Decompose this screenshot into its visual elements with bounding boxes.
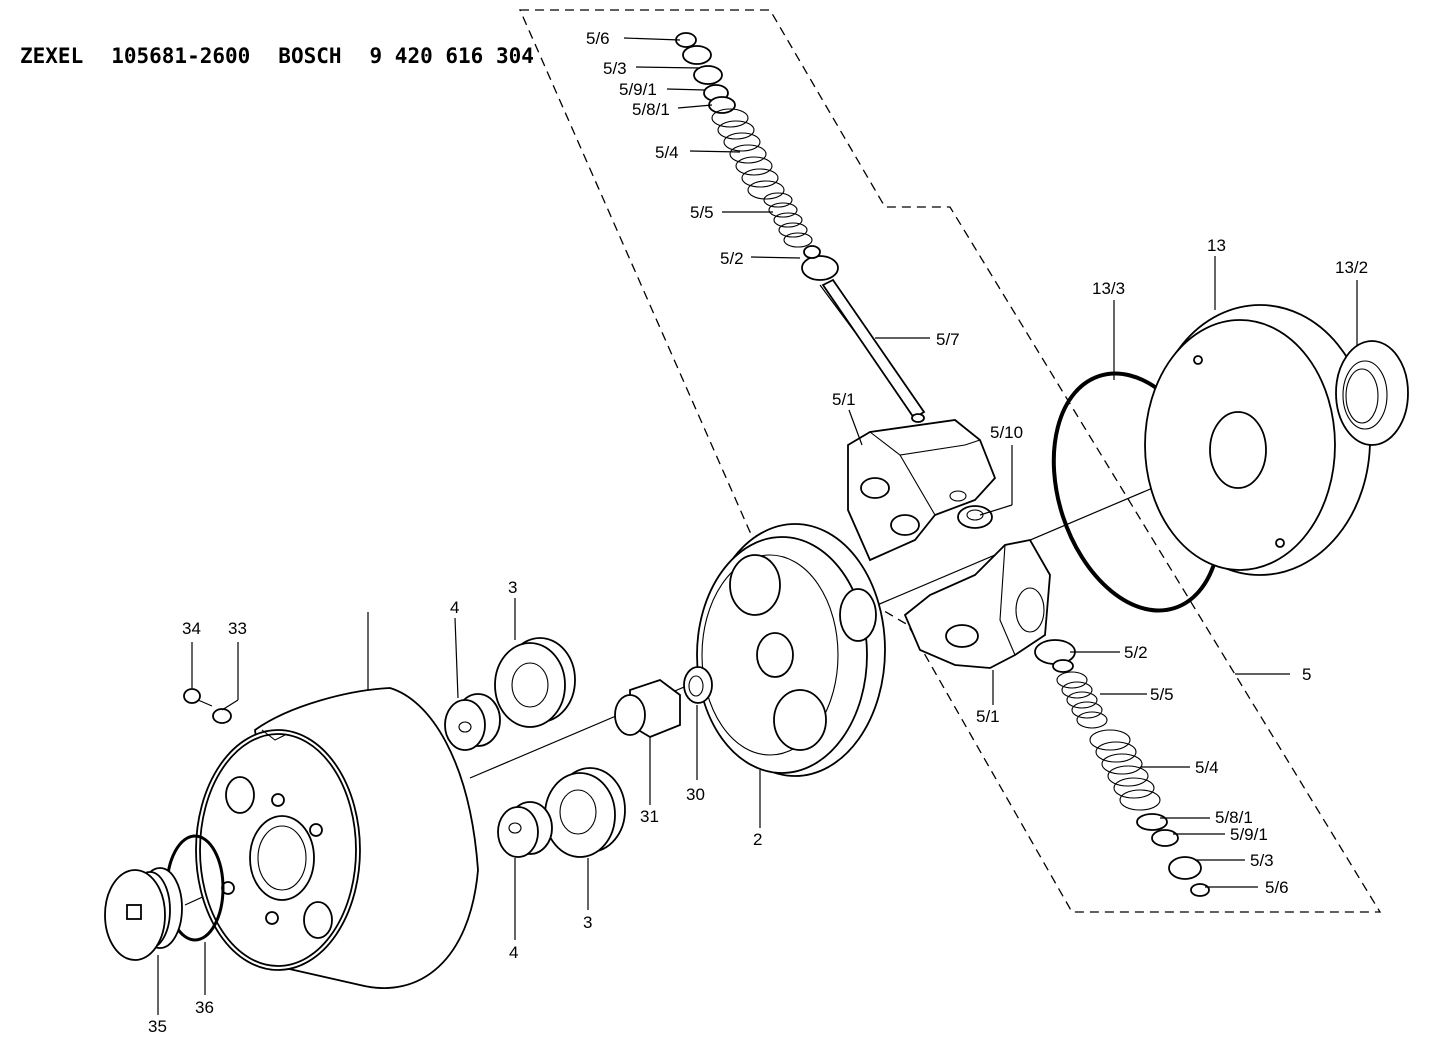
part-number-header: ZEXEL 105681-2600 BOSCH 9 420 616 304 [20,44,562,68]
lower-valve-block [903,538,1051,669]
lower-valve-stack [1034,639,1210,897]
label-5-6-top: 5/6 [586,29,610,48]
label-33: 33 [228,619,247,638]
upper-valve-stack [675,32,926,423]
zexel-part-number: 105681-2600 [111,44,251,68]
label-4-top: 4 [450,598,459,617]
label-5-8-1-bottom: 5/8/1 [1215,808,1253,827]
label-5-3-top: 5/3 [603,59,627,78]
label-5: 5 [1302,665,1311,684]
spring-5-5-bottom [1056,671,1108,729]
seal-13-2 [1335,340,1409,446]
label-13-2: 13/2 [1335,258,1368,277]
label-34: 34 [182,619,201,638]
shoe-4-bottom [497,801,553,858]
label-3-top: 3 [508,578,517,597]
label-5-3-bottom: 5/3 [1250,851,1274,870]
plug-35 [104,867,183,961]
leader-lines [157,37,1358,1015]
spring-5-5-top [763,192,813,248]
bolt-34 [183,688,213,707]
label-13: 13 [1207,236,1226,255]
bosch-part-number: 9 420 616 304 [369,44,534,68]
pump-housing [195,687,479,989]
shoe-4-top [444,693,501,751]
label-13-3: 13/3 [1092,279,1125,298]
spring-5-4-bottom [1089,729,1161,811]
label-5-5-bottom: 5/5 [1150,685,1174,704]
roller-3-top [494,637,576,728]
label-5-10: 5/10 [990,423,1023,442]
label-30: 30 [686,785,705,804]
label-5-9-1-top: 5/9/1 [619,80,657,99]
nut-31 [614,678,681,739]
label-5-7: 5/7 [936,330,960,349]
label-5-1-top: 5/1 [832,390,856,409]
label-5-5-top: 5/5 [690,203,714,222]
label-36: 36 [195,998,214,1017]
cover-13 [1144,304,1371,576]
label-5-4-bottom: 5/4 [1195,758,1219,777]
spring-5-4-top [711,108,785,200]
label-5-9-1-bottom: 5/9/1 [1230,825,1268,844]
label-5-2-top: 5/2 [720,249,744,268]
washer-30 [683,666,713,704]
washer-33 [212,708,232,724]
upper-valve-block [847,419,997,562]
label-35: 35 [148,1017,167,1036]
rotor-2 [696,523,886,777]
label-2: 2 [753,830,762,849]
brand-zexel: ZEXEL [20,44,84,68]
assembly-5-boundary [519,9,1382,913]
label-5-8-1-top: 5/8/1 [632,100,670,119]
label-3-bottom: 3 [583,913,592,932]
label-5-2-bottom: 5/2 [1124,643,1148,662]
label-5-1-bottom: 5/1 [976,707,1000,726]
brand-bosch: BOSCH [278,44,342,68]
label-4-bottom: 4 [509,943,518,962]
label-31: 31 [640,807,659,826]
label-5-4-top: 5/4 [655,143,679,162]
roller-3-bottom [544,767,626,858]
part-labels: 5/6 5/3 5/9/1 5/8/1 5/4 5/5 5/2 5/7 5/1 … [148,29,1368,1036]
label-5-6-bottom: 5/6 [1265,878,1289,897]
